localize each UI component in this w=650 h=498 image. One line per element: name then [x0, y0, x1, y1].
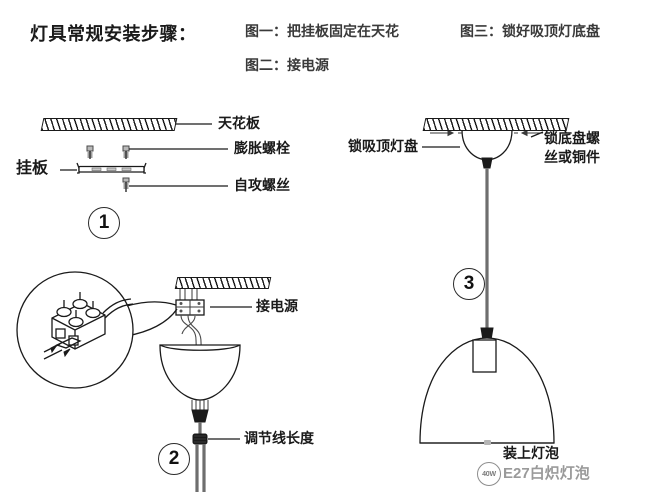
mounting-plate-icon [76, 162, 147, 174]
bulb-cap-icon [484, 440, 491, 445]
canopy-wire-c [181, 315, 196, 335]
cord-adjuster-bead [192, 433, 208, 445]
bulb-wattage-badge: 40W [477, 462, 501, 486]
canopy-wire-b [187, 314, 204, 373]
leader-lock-base-screw [530, 131, 544, 138]
step-number-2: 2 [158, 443, 190, 475]
label-bulb-type: E27白炽灯泡 [503, 465, 590, 482]
label-expansion-bolt: 膨胀螺栓 [234, 140, 290, 156]
shade-top-connector [480, 327, 494, 341]
page-title: 灯具常规安装步骤： [30, 24, 197, 44]
header-step-figure-two: 图二：接电源 [245, 57, 329, 73]
label-lock-base-screw-line2: 丝或铜件 [544, 149, 600, 165]
header-steps-column-right: 图三：锁好吸顶灯底盘 [460, 24, 600, 58]
step-number-1: 1 [88, 207, 120, 239]
self-tapping-screw-icon [122, 177, 130, 192]
header-steps-column-left: 图一：把挂板固定在天花 图二：接电源 [245, 24, 399, 92]
header-step-figure-three: 图三：锁好吸顶灯底盘 [460, 23, 600, 39]
label-mount-plate: 挂板 [16, 160, 49, 177]
magnifier-pointer-bottom [119, 308, 178, 338]
label-self-tapping-screw: 自攻螺丝 [234, 177, 290, 193]
lamp-shade-icon [419, 327, 555, 444]
step-number-3: 3 [453, 268, 485, 300]
canopy-wire-a [180, 314, 199, 373]
dome-canopy-icon [461, 129, 513, 169]
expansion-bolt-left-icon [86, 145, 94, 159]
label-install-bulb: 装上灯泡 [503, 445, 559, 461]
ceiling-slab-step2 [174, 277, 272, 289]
tighten-arrows [430, 129, 543, 137]
label-adjust-cord-length: 调节线长度 [244, 430, 314, 446]
header-step-figure-one: 图一：把挂板固定在天花 [245, 23, 399, 39]
label-lock-base-screw-line1: 锁底盘螺 [544, 130, 600, 146]
canopy-bowl-icon [159, 344, 241, 401]
label-connect-power: 接电源 [256, 298, 298, 314]
terminal-block-icon [175, 299, 205, 316]
expansion-bolt-right-icon [122, 145, 130, 159]
ceiling-slab-step1 [40, 118, 178, 131]
label-lock-ceiling-plate: 锁吸顶灯盘 [348, 138, 418, 154]
magnifier-pointer-top [111, 301, 177, 312]
terminal-block-magnifier [16, 271, 134, 389]
lamp-socket-icon [472, 339, 497, 373]
cord-assembly [191, 400, 209, 492]
label-ceiling: 天花板 [218, 115, 260, 131]
